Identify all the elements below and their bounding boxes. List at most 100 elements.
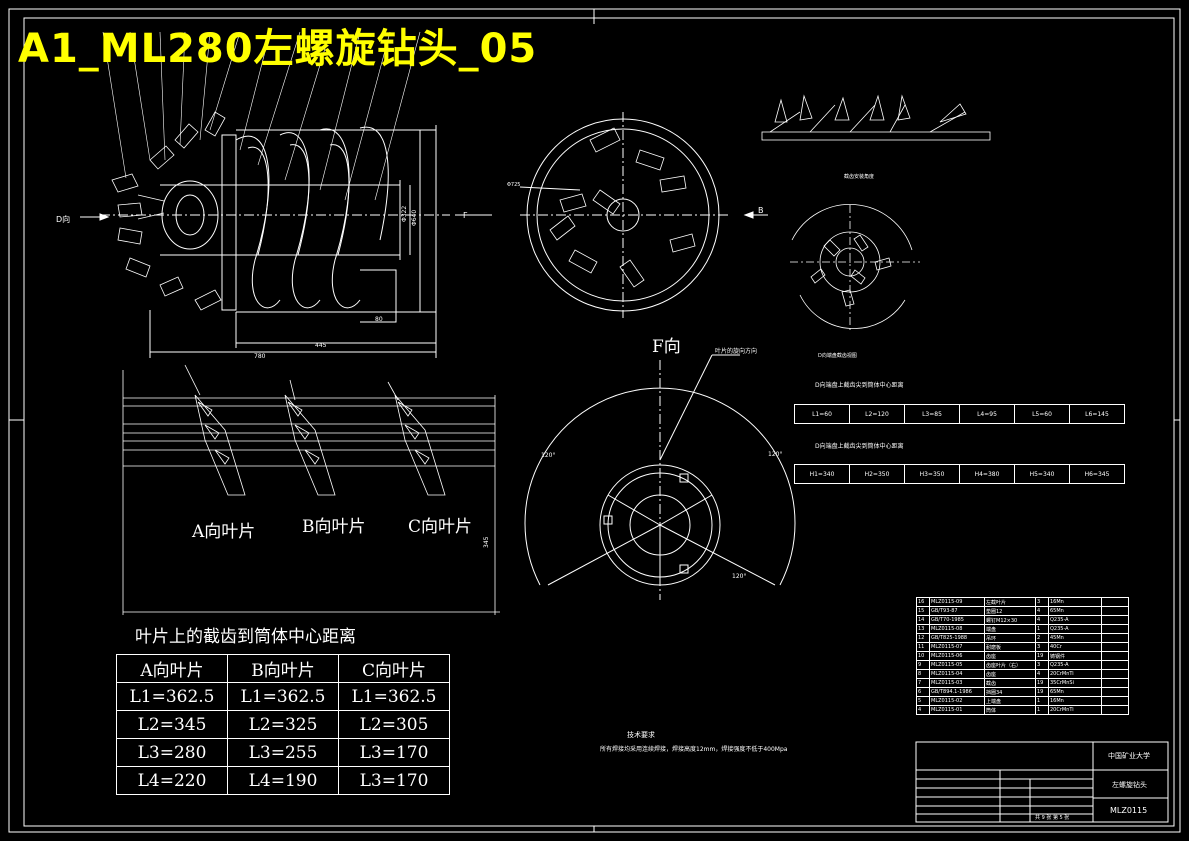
bom-cell: 3 [1035, 642, 1049, 652]
bom-cell: 16Mn [1048, 597, 1102, 607]
pick-cell: L2=345 [116, 710, 228, 739]
bom-cell: 铸钢件 [1048, 651, 1102, 661]
pick-table-heading: 叶片上的截齿到筒体中心距离 [135, 627, 356, 647]
bom-cell [1101, 687, 1129, 697]
pick-cell: L4=190 [227, 766, 339, 795]
dist-table-2-heading: D向端盘上截齿尖到筒体中心距离 [815, 443, 904, 450]
dim-445: 445 [315, 342, 327, 349]
bom-cell: 45Mn [1048, 633, 1102, 643]
dim-d640: Φ640 [411, 210, 418, 226]
bom-cell: 4 [1035, 669, 1049, 679]
title-block-frame [915, 741, 1169, 823]
angle-120-b: 120° [768, 451, 782, 458]
tech-req-heading: 技术要求 [627, 730, 655, 739]
view-f-label: F向 [652, 337, 681, 357]
bom-cell: 12 [916, 633, 930, 643]
dist-cell: H2=350 [849, 464, 905, 484]
bom-cell: MLZ0115-04 [929, 669, 985, 679]
bom-cell [1101, 705, 1129, 715]
bom-cell: 20CrMnTi [1048, 705, 1102, 715]
dim-80: 80 [375, 316, 383, 323]
f-view [524, 354, 796, 600]
angle-120-a: 120° [541, 452, 555, 459]
blade-b-label: B向叶片 [302, 517, 366, 537]
bom-cell [1101, 660, 1129, 670]
bom-cell: 截齿 [984, 678, 1036, 688]
blade-c-label: C向叶片 [408, 517, 472, 537]
bom-cell [1101, 633, 1129, 643]
inner-frame [23, 17, 1175, 827]
pick-header-b: B向叶片 [227, 654, 339, 683]
bom-cell: GB/T894.1-1986 [929, 687, 985, 697]
bom-cell: 20CrMnTi [1048, 669, 1102, 679]
drawing-number: MLZ0115 [1110, 806, 1147, 815]
dist-cell: H6=345 [1069, 464, 1125, 484]
bom-cell: 上端盘 [984, 696, 1036, 706]
blade-a-label: A向叶片 [191, 522, 255, 542]
pick-cell: L3=170 [338, 766, 450, 795]
bom-cell: GB/T825-1988 [929, 633, 985, 643]
bom-cell: 齿座 [984, 651, 1036, 661]
bom-cell: GB/T93-87 [929, 606, 985, 616]
end-disc-view [790, 204, 920, 330]
bom-cell [1101, 642, 1129, 652]
dist-table-2: H1=340 H2=350 H3=350 H4=380 H5=340 H6=34… [794, 464, 1125, 484]
bom-cell: 垫圈12 [984, 606, 1036, 616]
pick-cell: L1=362.5 [227, 682, 339, 711]
pick-cell: L3=255 [227, 738, 339, 767]
bom-cell: 65Mn [1048, 606, 1102, 616]
bom-cell: 5 [916, 696, 930, 706]
pick-header-a: A向叶片 [116, 654, 228, 683]
bom-cell: 13 [916, 624, 930, 634]
drawing-title: A1_ML280左螺旋钻头_05 [18, 26, 538, 72]
bom-cell: Q235-A [1048, 615, 1102, 625]
bom-cell: 挡圈34 [984, 687, 1036, 697]
bom-cell: 筒体 [984, 705, 1036, 715]
bom-cell: 16 [916, 597, 930, 607]
dim-780: 780 [254, 353, 266, 360]
bom-cell [1101, 606, 1129, 616]
dist-cell: L6=145 [1069, 404, 1125, 424]
cutter-angle-strip [761, 94, 991, 141]
bom-cell: 齿座叶片（右） [984, 660, 1036, 670]
bom-cell: Q235-A [1048, 660, 1102, 670]
bom-cell: 4 [1035, 615, 1049, 625]
bom-cell: 齿座 [984, 669, 1036, 679]
dist-cell: H1=340 [794, 464, 850, 484]
bom-cell: 14 [916, 615, 930, 625]
bom-cell: GB/T70-1985 [929, 615, 985, 625]
bom-cell: 左截叶片 [984, 597, 1036, 607]
pick-cell: L1=362.5 [116, 682, 228, 711]
bom-cell: MLZ0115-07 [929, 642, 985, 652]
bom-cell: 8 [916, 669, 930, 679]
bom-cell [1101, 615, 1129, 625]
view-b-label: B [758, 206, 764, 215]
dist-cell: H4=380 [959, 464, 1015, 484]
bom-cell: MLZ0115-03 [929, 678, 985, 688]
bom-cell: 1 [1035, 696, 1049, 706]
school-name: 中国矿业大学 [1108, 751, 1150, 760]
bom-cell: 3 [1035, 597, 1049, 607]
pick-header-c: C向叶片 [338, 654, 450, 683]
bom-cell: 10 [916, 651, 930, 661]
dist-cell: L2=120 [849, 404, 905, 424]
dist-cell: L4=95 [959, 404, 1015, 424]
main-drill-view [80, 31, 492, 358]
pick-cell: L3=280 [116, 738, 228, 767]
bom-cell [1101, 696, 1129, 706]
pick-distance-table: A向叶片 B向叶片 C向叶片 L1=362.5 L1=362.5 L1=362.… [116, 654, 450, 795]
bom-cell: 4 [916, 705, 930, 715]
pick-cell: L4=220 [116, 766, 228, 795]
pick-cell: L2=325 [227, 710, 339, 739]
tech-req-line: 所有焊接均采用连续焊接，焊接高度12mm，焊接强度不低于400Mpa [600, 745, 788, 753]
bom-cell: 端盘 [984, 624, 1036, 634]
angle-120-c: 120° [732, 573, 746, 580]
